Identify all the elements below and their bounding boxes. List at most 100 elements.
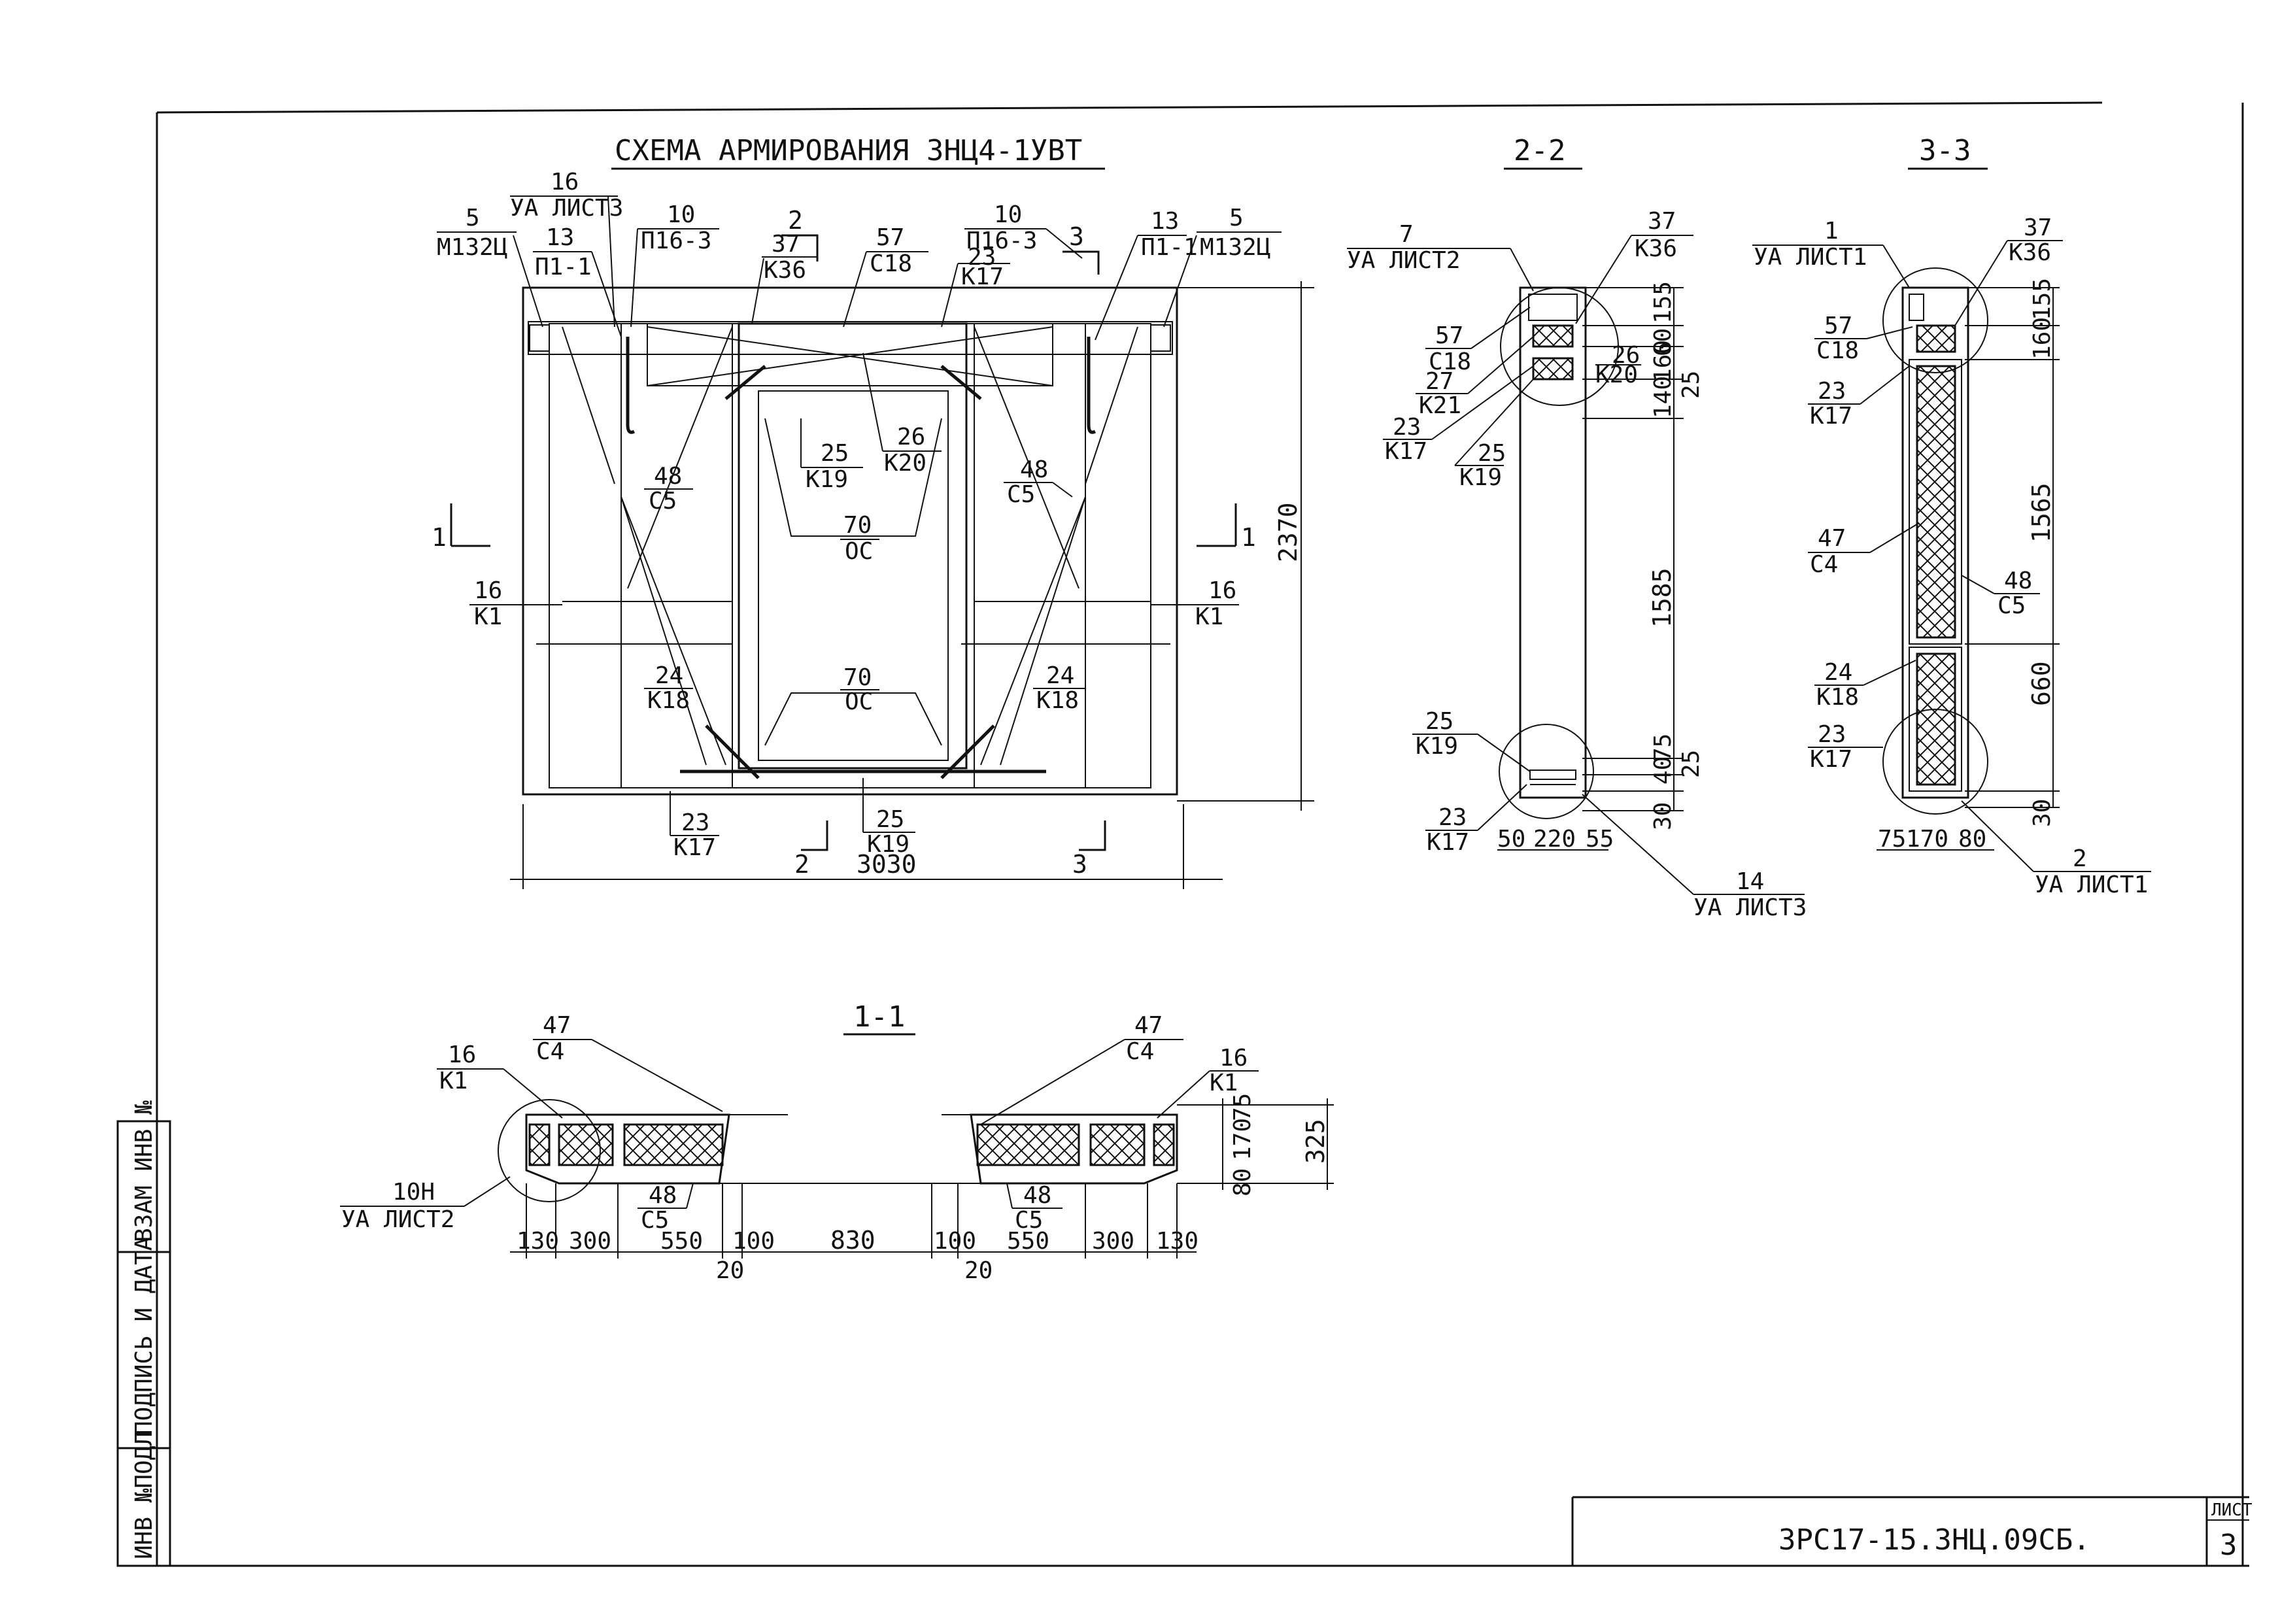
section-2-title: 2-2 <box>1514 134 1565 167</box>
svg-text:70: 70 <box>843 512 872 539</box>
svg-text:10: 10 <box>994 201 1022 228</box>
callout-48-right: 48 С5 <box>1004 456 1073 508</box>
svg-text:К36: К36 <box>1635 235 1677 262</box>
svg-text:К19: К19 <box>1416 733 1458 760</box>
callout-24-right: 24 К18 <box>1033 662 1085 714</box>
svg-text:70: 70 <box>843 664 872 691</box>
callout-57-main: 57 С18 <box>843 224 928 328</box>
svg-text:325: 325 <box>1301 1119 1330 1164</box>
svg-text:170: 170 <box>1229 1118 1256 1160</box>
svg-text:С5: С5 <box>649 488 677 515</box>
stamp-code: ЗРС17-15.ЗНЦ.09СБ. <box>1778 1523 2090 1557</box>
svg-text:УА ЛИСТ3: УА ЛИСТ3 <box>1693 894 1807 921</box>
svg-text:5: 5 <box>466 205 480 231</box>
callout-16-top: 16 УА ЛИСТ3 <box>510 169 623 328</box>
svg-text:К36: К36 <box>764 257 806 284</box>
svg-text:К19: К19 <box>806 466 848 493</box>
callout-70-top: 70 ОС <box>840 512 879 565</box>
svg-text:16: 16 <box>448 1041 476 1068</box>
svg-text:50: 50 <box>1497 826 1525 853</box>
s1-callout-48-left: 48 С5 <box>638 1182 694 1234</box>
svg-text:25: 25 <box>876 806 904 833</box>
svg-text:К1: К1 <box>1195 603 1223 630</box>
svg-text:3: 3 <box>1072 850 1087 879</box>
svg-text:20: 20 <box>716 1257 744 1284</box>
section-3-view: 3-3 155 160 1565 660 30 75 170 80 1 <box>1752 134 2151 898</box>
svg-text:2: 2 <box>2073 845 2087 872</box>
section-1-title: 1-1 <box>853 1000 905 1034</box>
s2-callout-26: 26 К20 <box>1595 342 1641 388</box>
main-title: СХЕМА АРМИРОВАНИЯ ЗНЦ4-1УВТ <box>615 134 1082 167</box>
svg-text:48: 48 <box>1020 456 1048 483</box>
svg-text:25: 25 <box>1678 750 1705 778</box>
svg-text:1: 1 <box>1241 523 1256 552</box>
svg-text:К36: К36 <box>2009 239 2051 266</box>
s3-callout-37: 37 К36 <box>1954 214 2063 326</box>
s3-callout-48: 48 С5 <box>1961 567 2040 619</box>
callout-70-bottom: 70 ОС <box>840 664 879 715</box>
section-mark-1-left: 1 <box>432 503 490 552</box>
callout-37-main: 37 К36 <box>751 231 817 324</box>
s1-callout-47-right: 47 С4 <box>980 1012 1183 1125</box>
s2-callout-25-bottom: 25 К19 <box>1412 708 1531 772</box>
svg-text:УА ЛИСТ2: УА ЛИСТ2 <box>1347 247 1460 274</box>
svg-text:23: 23 <box>1393 414 1421 441</box>
s3-callout-23-bottom: 23 К17 <box>1808 721 1883 773</box>
svg-text:37: 37 <box>1648 208 1676 235</box>
svg-text:23: 23 <box>1818 721 1846 748</box>
sheet-label: ЛИСТ <box>2211 1500 2252 1520</box>
svg-text:3: 3 <box>1069 222 1084 251</box>
svg-text:ОС: ОС <box>845 538 873 565</box>
svg-text:1: 1 <box>1824 218 1839 245</box>
s1-callout-16-right: 16 К1 <box>1157 1045 1259 1119</box>
section-mark-2-top: 2 <box>781 206 819 262</box>
s2-callout-23: 23 К17 <box>1383 365 1534 465</box>
s3-callout-1: 1 УА ЛИСТ1 <box>1752 218 1910 288</box>
callout-24-left: 24 К18 <box>644 662 693 714</box>
svg-text:К20: К20 <box>884 450 926 477</box>
svg-text:300: 300 <box>1092 1228 1134 1255</box>
svg-text:16: 16 <box>551 169 579 195</box>
svg-text:830: 830 <box>830 1226 876 1255</box>
side-stamp-vzam: ВЗАМ ИНВ № <box>131 1100 158 1242</box>
s2-callout-37: 37 К36 <box>1575 208 1693 324</box>
svg-text:48: 48 <box>1023 1182 1051 1209</box>
s1-callout-48-right: 48 С5 <box>1006 1182 1062 1234</box>
svg-text:К21: К21 <box>1419 392 1461 419</box>
svg-text:57: 57 <box>876 224 904 251</box>
svg-text:М132Ц: М132Ц <box>1200 234 1270 261</box>
svg-text:220: 220 <box>1533 826 1576 853</box>
svg-text:С5: С5 <box>1998 592 2026 619</box>
svg-text:7: 7 <box>1399 221 1414 248</box>
svg-text:27: 27 <box>1425 368 1454 395</box>
svg-text:16: 16 <box>474 577 502 604</box>
svg-text:100: 100 <box>934 1228 976 1255</box>
svg-text:155: 155 <box>1650 281 1676 324</box>
svg-text:К17: К17 <box>673 834 716 861</box>
callout-5-right: 5 М132Ц <box>1163 205 1282 328</box>
svg-text:47: 47 <box>1818 525 1846 552</box>
svg-text:16: 16 <box>1208 577 1236 604</box>
svg-text:37: 37 <box>2024 214 2052 241</box>
svg-text:23: 23 <box>1818 378 1846 405</box>
svg-text:75: 75 <box>1650 734 1676 762</box>
svg-text:14: 14 <box>1736 868 1764 895</box>
svg-text:550: 550 <box>660 1228 703 1255</box>
s2-callout-23-bottom: 23 К17 <box>1425 784 1527 856</box>
svg-text:С4: С4 <box>536 1038 564 1065</box>
s3-callout-57: 57 С18 <box>1814 313 1913 364</box>
s3-callout-47: 47 С4 <box>1808 522 1920 578</box>
svg-text:К17: К17 <box>1385 438 1427 465</box>
section-mark-2: 2 <box>794 820 828 879</box>
callout-48-left: 48 С5 <box>644 463 693 515</box>
callout-26-main: 26 К20 <box>862 352 942 477</box>
s1-callout-16-left: 16 К1 <box>437 1041 563 1119</box>
svg-text:24: 24 <box>1046 662 1074 689</box>
svg-text:23: 23 <box>1438 804 1467 831</box>
svg-text:160: 160 <box>1650 340 1676 382</box>
side-stamp-inv-podl: ИНВ №ПОДЛ <box>131 1432 158 1559</box>
dim-height: 2370 <box>1274 502 1302 562</box>
svg-text:40: 40 <box>1650 756 1676 785</box>
svg-text:25: 25 <box>1425 708 1454 735</box>
